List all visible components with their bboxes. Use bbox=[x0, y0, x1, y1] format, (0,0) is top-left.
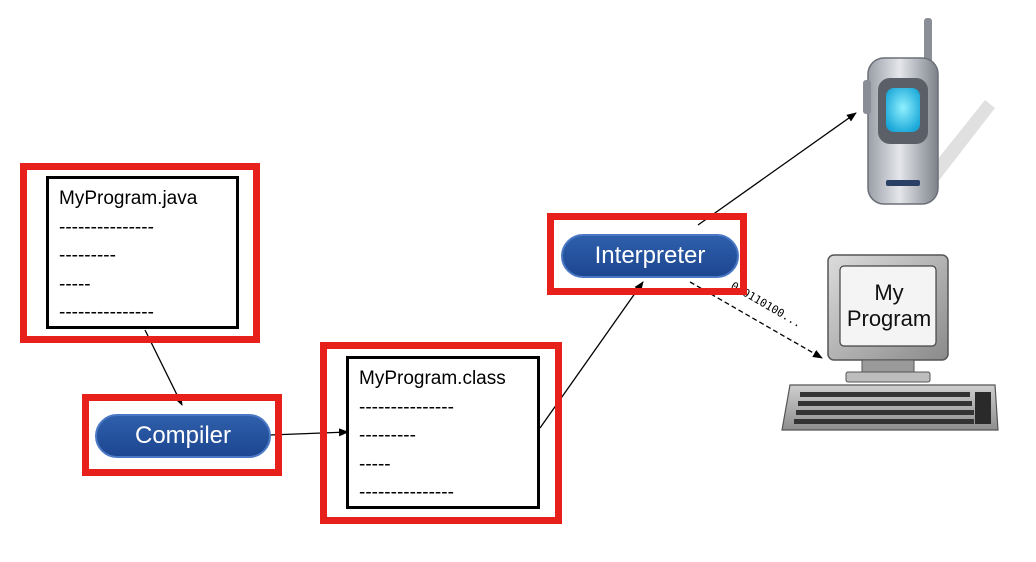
source-file-line: --------------- bbox=[59, 302, 154, 323]
class-file-name: MyProgram.class bbox=[359, 368, 506, 389]
source-file-line: --------------- bbox=[59, 216, 154, 238]
arrow-compiler-to-class bbox=[269, 428, 349, 437]
class-file-line: --------------- bbox=[359, 482, 454, 503]
class-file-line: --------- bbox=[359, 425, 416, 446]
class-file-highlight bbox=[320, 342, 562, 524]
class-file-box: MyProgram.class --------------- --------… bbox=[346, 356, 540, 509]
arrow-interpreter-to-phone bbox=[697, 112, 857, 226]
computer-screen-line2: Program bbox=[847, 306, 931, 331]
compiler-button: Compiler bbox=[95, 414, 271, 458]
source-file-line: --------- bbox=[59, 245, 116, 266]
interpreter-highlight bbox=[547, 213, 747, 295]
source-file-box: MyProgram.java --------------- ---------… bbox=[46, 176, 239, 329]
mobile-phone-icon bbox=[863, 18, 995, 205]
class-file-line: ----- bbox=[359, 453, 391, 475]
compiler-highlight bbox=[82, 394, 282, 476]
class-file-line: --------------- bbox=[359, 396, 454, 418]
interpreter-button: Interpreter bbox=[561, 234, 739, 278]
source-file-highlight bbox=[20, 163, 260, 343]
source-file-line: ----- bbox=[59, 273, 91, 295]
source-file-name: MyProgram.java bbox=[59, 188, 198, 209]
computer-screen-line1: My bbox=[874, 280, 903, 305]
computer-icon bbox=[781, 254, 999, 431]
